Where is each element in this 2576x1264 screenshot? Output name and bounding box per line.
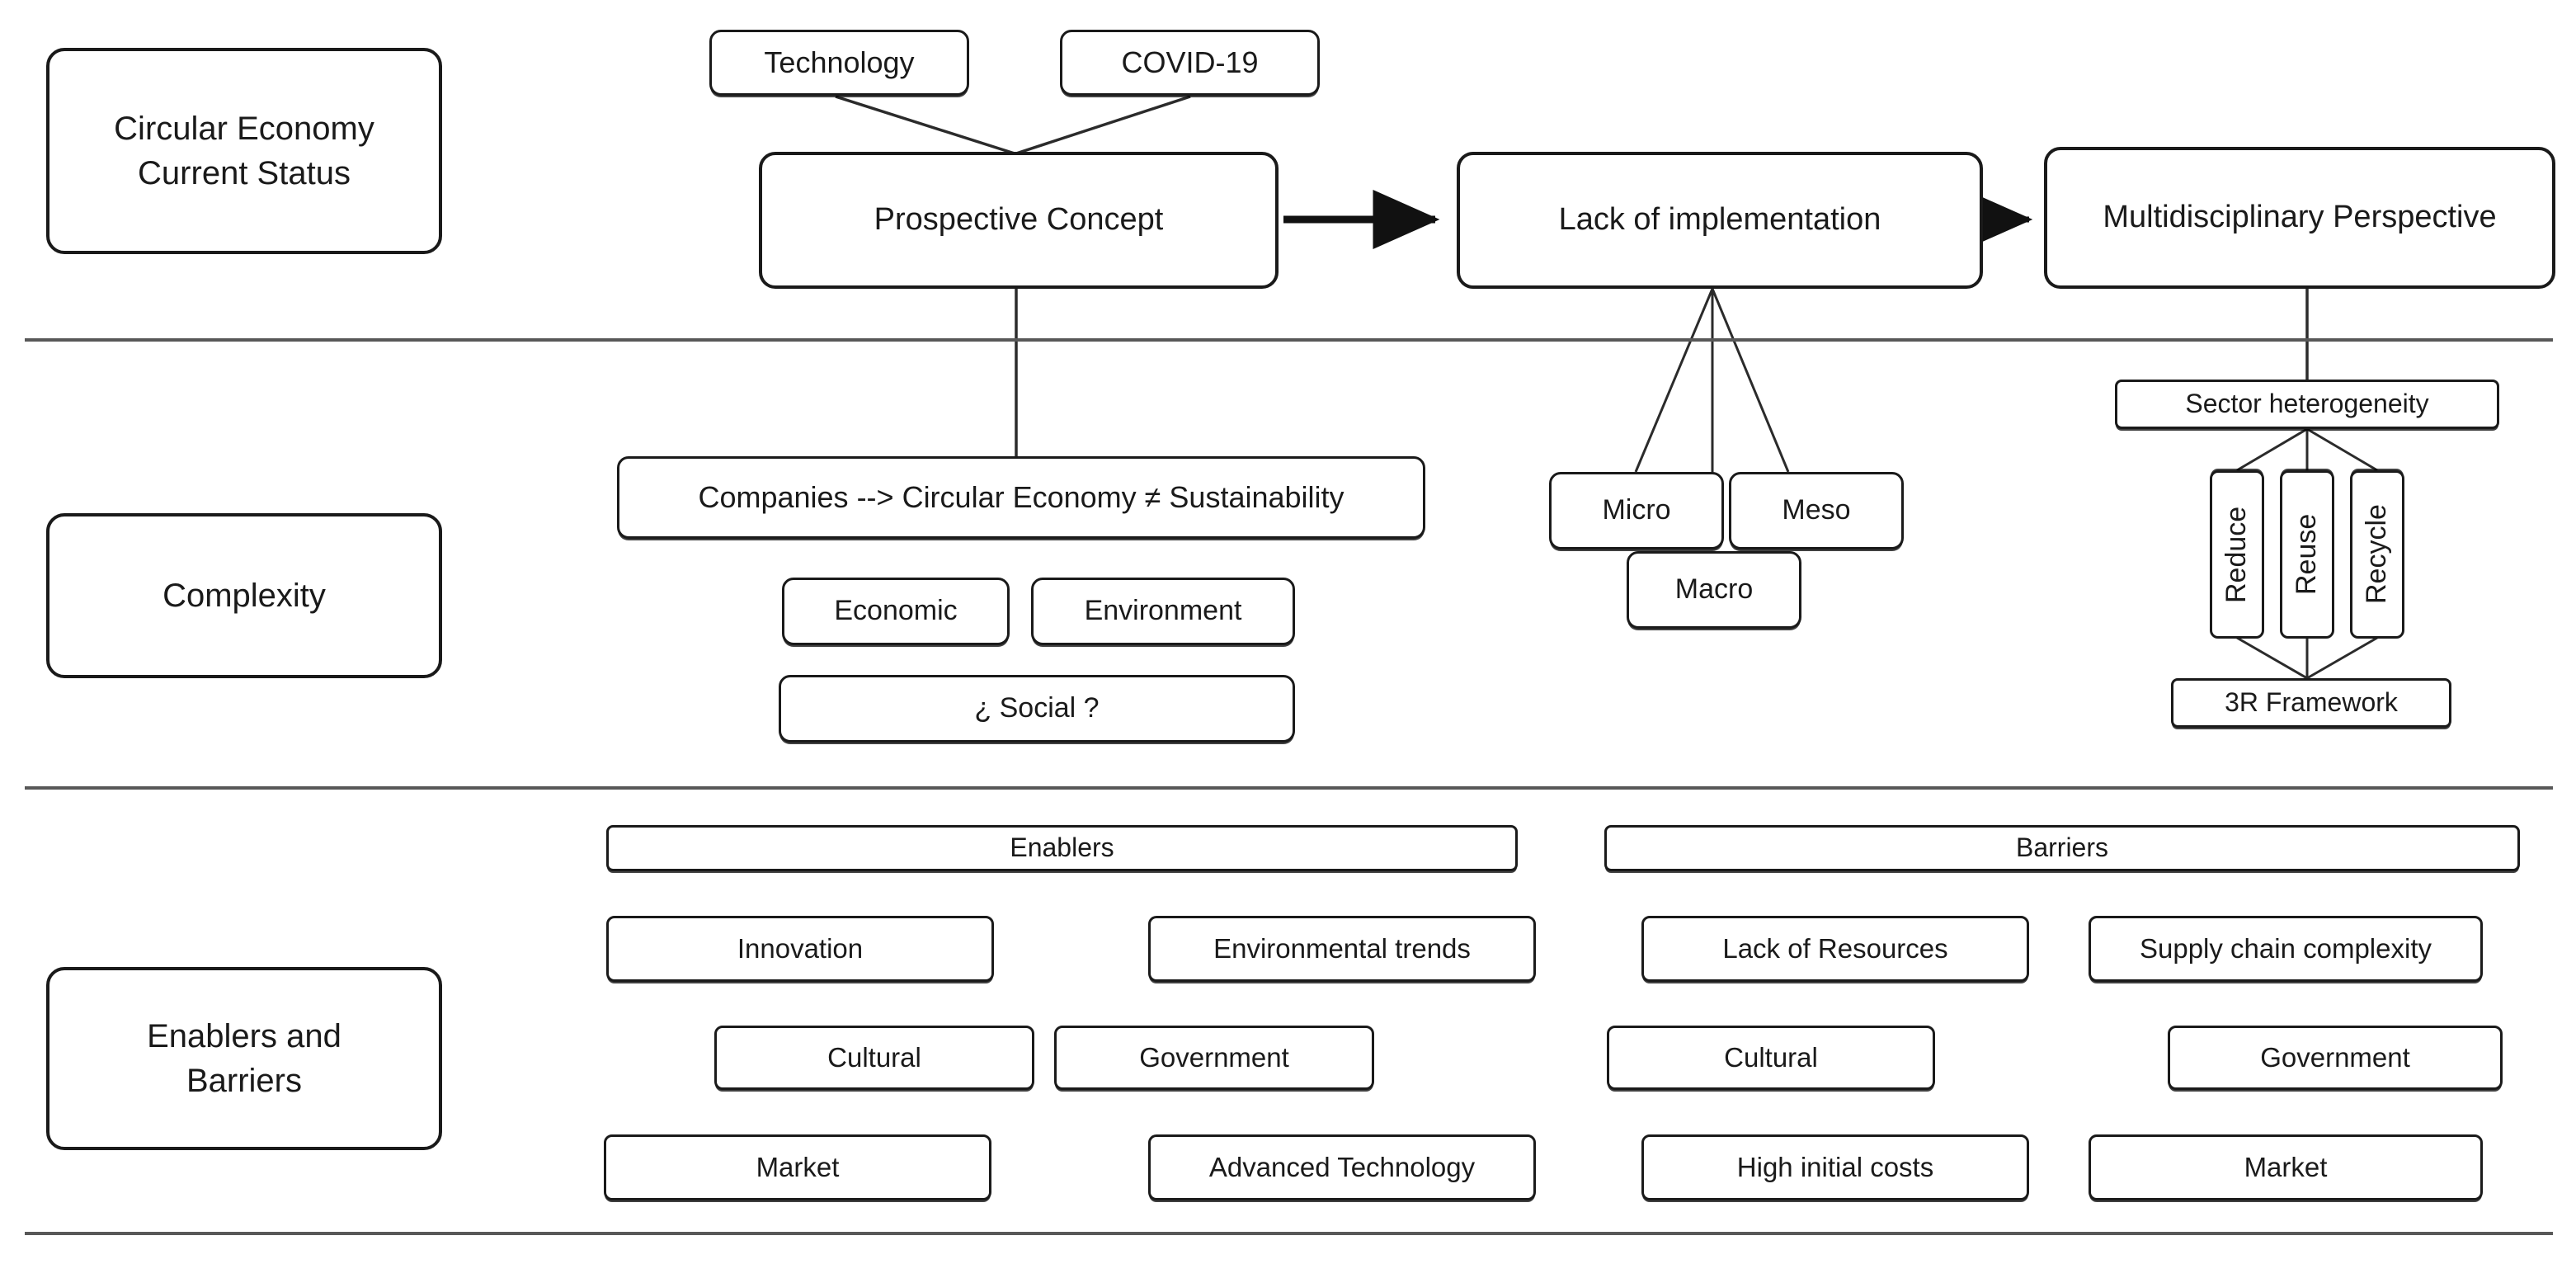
node-prospective-concept-label: Prospective Concept [874,202,1164,238]
node-3r-recycle-label: Recycle [2361,504,2393,605]
node-level-meso[interactable]: Meso [1729,472,1904,549]
node-pillar-economic[interactable]: Economic [782,578,1010,645]
band-separator-top [25,338,2553,342]
node-pillar-economic-label: Economic [834,595,958,627]
node-multidisciplinary-perspective-label: Multidisciplinary Perspective [2103,200,2497,235]
node-market-barrier-label: Market [2244,1151,2328,1182]
node-technology[interactable]: Technology [709,30,969,96]
wire-technology-to-prospective [835,95,1015,155]
node-government-barrier[interactable]: Government [2168,1026,2503,1090]
band-label-complexity: Complexity [46,513,442,678]
column-header-enablers[interactable]: Enablers [606,825,1518,871]
node-government-enabler[interactable]: Government [1054,1026,1374,1090]
node-advanced-technology[interactable]: Advanced Technology [1148,1134,1536,1200]
node-level-macro[interactable]: Macro [1627,551,1801,629]
node-cultural-enabler-label: Cultural [827,1041,921,1073]
wire-sector-to-recycle [2306,427,2378,472]
column-header-barriers[interactable]: Barriers [1604,825,2520,871]
node-lack-of-resources[interactable]: Lack of Resources [1641,916,2029,982]
node-3r-reduce-label: Reduce [2220,506,2253,603]
node-market-enabler[interactable]: Market [604,1134,991,1200]
node-3r-reuse[interactable]: Reuse [2280,470,2334,639]
node-pillar-environment[interactable]: Environment [1031,578,1295,645]
band-label-current-status: Circular Economy Current Status [46,48,442,254]
node-market-enabler-label: Market [756,1151,840,1182]
node-high-initial-costs-label: High initial costs [1736,1151,1934,1182]
node-sector-heterogeneity[interactable]: Sector heterogeneity [2115,380,2499,429]
node-pillar-environment-label: Environment [1084,595,1242,627]
node-innovation-label: Innovation [737,932,864,964]
node-pillar-social[interactable]: ¿ Social ? [779,675,1295,743]
wire-covid-to-prospective [1015,95,1191,155]
wire-recycle-to-framework [2306,636,2378,680]
node-innovation[interactable]: Innovation [606,916,994,982]
node-lack-of-implementation-label: Lack of implementation [1558,202,1881,238]
node-companies-statement[interactable]: Companies --> Circular Economy ≠ Sustain… [617,456,1425,539]
node-level-micro-label: Micro [1602,494,1671,526]
node-supply-chain-complexity[interactable]: Supply chain complexity [2089,916,2483,982]
node-environmental-trends-label: Environmental trends [1213,932,1471,964]
node-level-macro-label: Macro [1674,573,1754,606]
node-technology-label: Technology [764,45,915,79]
node-sector-heterogeneity-label: Sector heterogeneity [2185,389,2429,419]
wire-sector-to-reduce [2236,427,2308,472]
node-environmental-trends[interactable]: Environmental trends [1148,916,1536,982]
node-3r-recycle[interactable]: Recycle [2350,470,2404,639]
node-3r-reduce[interactable]: Reduce [2210,470,2264,639]
band-label-complexity-text: Complexity [162,578,326,614]
node-multidisciplinary-perspective[interactable]: Multidisciplinary Perspective [2044,147,2555,289]
column-header-barriers-label: Barriers [2015,832,2108,863]
node-pillar-social-label: ¿ Social ? [974,692,1100,724]
node-high-initial-costs[interactable]: High initial costs [1641,1134,2029,1200]
node-3r-framework[interactable]: 3R Framework [2171,678,2451,728]
node-government-enabler-label: Government [1139,1041,1289,1073]
node-level-micro[interactable]: Micro [1549,472,1724,549]
node-advanced-technology-label: Advanced Technology [1208,1151,1476,1182]
node-covid-19[interactable]: COVID-19 [1060,30,1320,96]
band-label-enablers-and-barriers-text: Enablers and Barriers [147,1018,341,1099]
node-supply-chain-complexity-label: Supply chain complexity [2139,932,2432,964]
band-separator-middle [25,786,2553,790]
node-3r-framework-label: 3R Framework [2225,687,2398,718]
band-label-enablers-and-barriers: Enablers and Barriers [46,967,442,1150]
node-market-barrier[interactable]: Market [2089,1134,2483,1200]
band-label-current-status-text: Circular Economy Current Status [114,111,374,191]
node-level-meso-label: Meso [1782,494,1851,526]
node-cultural-barrier-label: Cultural [1724,1041,1818,1073]
wire-reduce-to-framework [2236,636,2308,680]
node-lack-of-resources-label: Lack of Resources [1722,932,1948,964]
node-cultural-barrier[interactable]: Cultural [1607,1026,1935,1090]
column-header-enablers-label: Enablers [1010,832,1114,863]
wire-lack-to-micro [1634,288,1714,473]
wire-lack-to-meso [1711,288,1790,473]
node-3r-reuse-label: Reuse [2291,513,2323,596]
node-prospective-concept[interactable]: Prospective Concept [759,152,1279,289]
node-lack-of-implementation[interactable]: Lack of implementation [1457,152,1983,289]
node-covid-19-label: COVID-19 [1121,45,1259,79]
band-separator-bottom [25,1232,2553,1235]
node-cultural-enabler[interactable]: Cultural [714,1026,1034,1090]
node-companies-statement-label: Companies --> Circular Economy ≠ Sustain… [698,479,1345,514]
node-government-barrier-label: Government [2260,1041,2410,1073]
